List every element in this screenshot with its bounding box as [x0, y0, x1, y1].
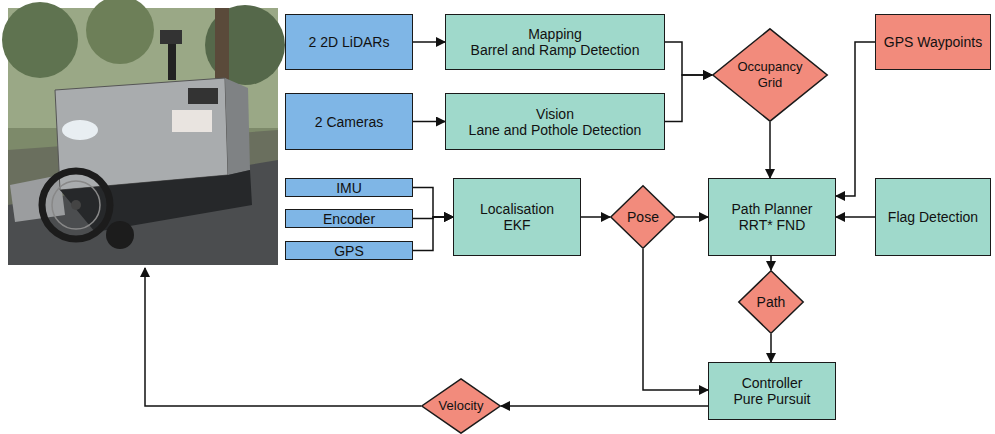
flow-arrow — [836, 216, 875, 218]
sensor-box: 2 2D LiDARs — [285, 14, 413, 70]
flow-arrow — [501, 405, 708, 407]
node-subtitle: RRT* FND — [739, 217, 806, 233]
diamond-shape — [611, 186, 675, 248]
node-title: Vision — [536, 106, 574, 122]
feedback-arrow — [145, 268, 421, 406]
sensor-box: GPS — [285, 241, 413, 260]
node-title: Mapping — [528, 26, 582, 42]
flow-arrow — [643, 249, 708, 390]
node-subtitle: Barrel and Ramp Detection — [471, 42, 640, 58]
diamond-shape — [739, 271, 803, 333]
process-box: VisionLane and Pothole Detection — [445, 93, 665, 150]
input-box: GPS Waypoints — [875, 14, 991, 70]
node-title: 2 2D LiDARs — [309, 34, 390, 50]
robot-photo — [2, 0, 285, 265]
process-box: Flag Detection — [875, 178, 991, 256]
node-title: Controller — [742, 375, 803, 391]
node-title: GPS Waypoints — [884, 34, 982, 50]
data-diamond: Path — [738, 270, 804, 334]
node-title: Pose — [627, 209, 659, 225]
process-box: LocalisationEKF — [453, 178, 581, 256]
flow-arrow — [413, 188, 453, 218]
flow-arrow — [770, 334, 772, 362]
sensor-box: IMU — [285, 178, 413, 197]
flow-arrow — [665, 42, 712, 75]
sensor-box: 2 Cameras — [285, 93, 413, 150]
node-title: IMU — [336, 180, 362, 196]
node-subtitle: Lane and Pothole Detection — [469, 122, 642, 138]
node-title: Path — [757, 294, 786, 310]
flow-arrow — [676, 216, 708, 218]
node-title: Localisation — [480, 201, 554, 217]
flow-arrow — [413, 121, 445, 123]
flow-arrow — [413, 217, 453, 251]
node-subtitle: EKF — [503, 217, 530, 233]
diamond-shape — [713, 29, 827, 121]
data-diamond: Velocity — [421, 378, 501, 434]
node-title: 2 Cameras — [315, 114, 383, 130]
node-title: Velocity — [439, 398, 484, 414]
flow-arrow — [769, 122, 771, 178]
flow-arrow — [413, 41, 445, 43]
flow-arrow — [770, 256, 772, 270]
node-title: GPS — [334, 243, 364, 259]
flow-arrow — [836, 42, 875, 196]
process-box: Path PlannerRRT* FND — [708, 178, 836, 256]
diamond-shape — [422, 379, 500, 433]
node-title: Path Planner — [732, 201, 813, 217]
node-title: Encoder — [323, 211, 375, 227]
process-box: MappingBarrel and Ramp Detection — [445, 14, 665, 70]
node-subtitle: Pure Pursuit — [733, 391, 810, 407]
flow-arrow — [581, 216, 610, 218]
data-diamond: Occupancy Grid — [712, 28, 828, 122]
node-title: Flag Detection — [888, 209, 978, 225]
node-title: Occupancy Grid — [728, 59, 812, 91]
data-diamond: Pose — [610, 185, 676, 249]
process-box: ControllerPure Pursuit — [708, 362, 836, 420]
sensor-box: Encoder — [285, 209, 413, 228]
flow-arrow — [665, 75, 712, 122]
